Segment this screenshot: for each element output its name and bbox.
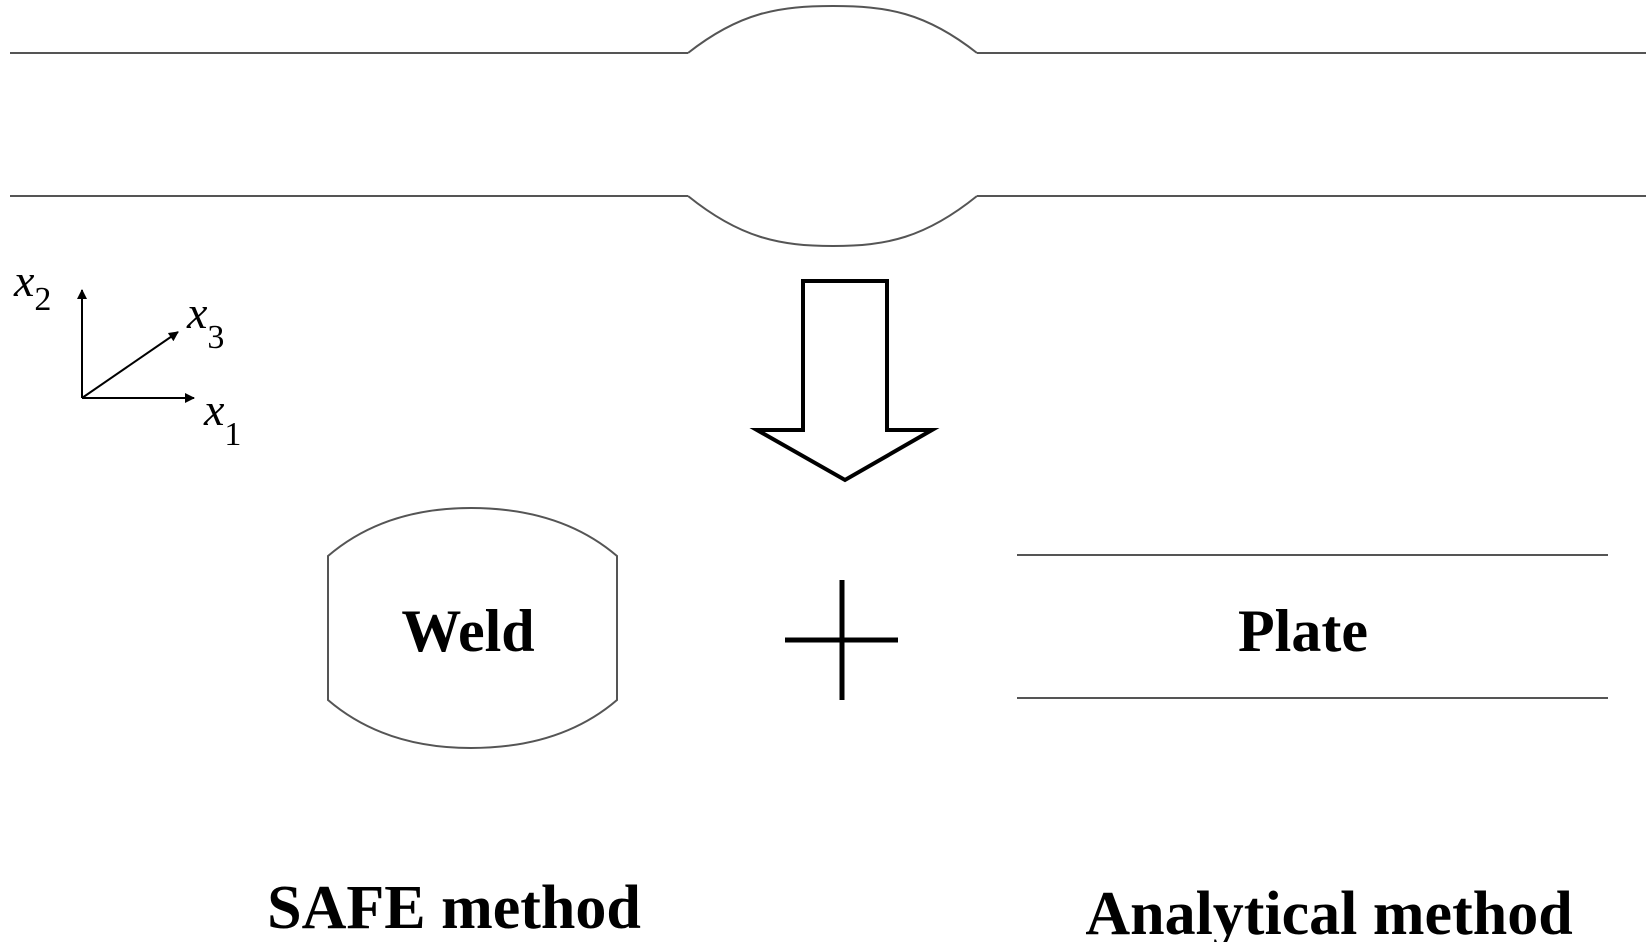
weld-cap-top [687,4,978,54]
analytical-method-label: Analytical method [1085,880,1572,942]
safe-method-label: SAFE method [267,874,641,942]
weld-cap-bottom [687,195,978,248]
plate-element: Plate [1017,554,1608,699]
x3-axis-arrow [81,331,179,399]
down-arrow-icon [749,279,940,483]
plus-icon [785,580,898,700]
weld-label: Weld [401,598,534,664]
welded-plate-geometry [10,4,1646,248]
weld-outline [327,506,618,750]
weld-element: Weld [327,506,618,750]
x2-axis-label: x2 [13,255,51,318]
plate-label: Plate [1238,598,1368,664]
x1-axis-label: x1 [203,384,241,453]
coordinate-axes: x2 x3 x1 [13,255,241,453]
x3-axis-label: x3 [186,287,224,356]
